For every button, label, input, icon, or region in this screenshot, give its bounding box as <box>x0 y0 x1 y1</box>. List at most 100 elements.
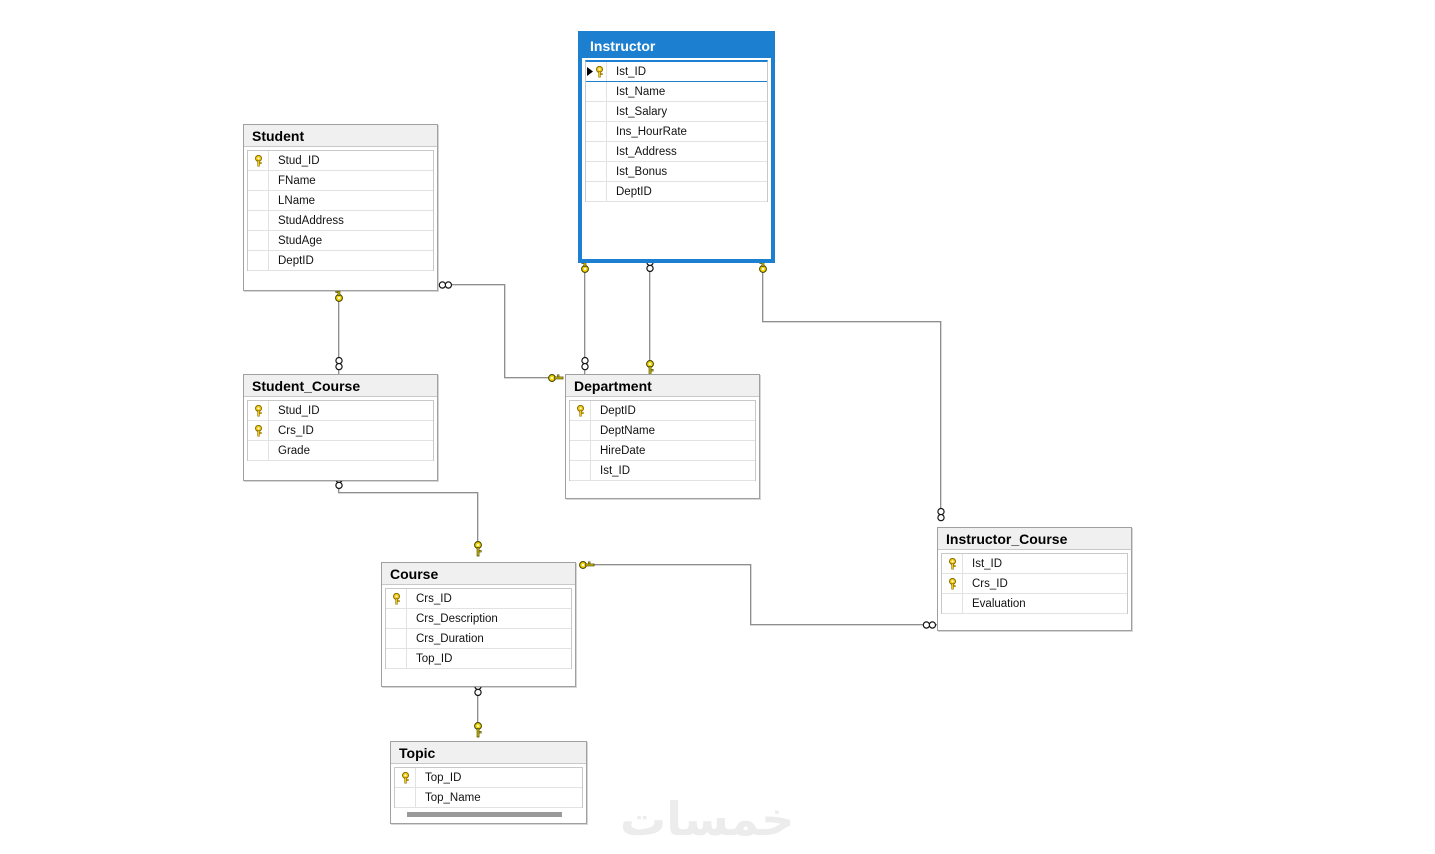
row-header-gutter[interactable] <box>248 251 269 270</box>
row-header-gutter[interactable] <box>942 574 963 593</box>
row-header-gutter[interactable] <box>395 788 416 807</box>
column-name[interactable]: Crs_ID <box>416 592 452 605</box>
row-header-gutter[interactable] <box>586 162 607 181</box>
column-row[interactable]: Ist_Name <box>586 82 767 102</box>
column-row[interactable]: DeptID <box>248 251 433 271</box>
horizontal-scrollbar[interactable] <box>407 812 562 817</box>
column-row[interactable]: Top_Name <box>395 788 582 808</box>
column-row[interactable]: DeptID <box>586 182 767 202</box>
column-row[interactable]: Crs_ID <box>386 589 571 609</box>
row-header-gutter[interactable] <box>942 594 963 613</box>
column-name[interactable]: Top_ID <box>425 771 462 784</box>
column-name[interactable]: DeptID <box>616 185 652 198</box>
column-name[interactable]: Top_ID <box>416 652 453 665</box>
column-name[interactable]: Top_Name <box>425 791 481 804</box>
column-name[interactable]: DeptID <box>600 404 636 417</box>
row-header-gutter[interactable] <box>386 609 407 628</box>
column-name[interactable]: DeptID <box>278 254 314 267</box>
column-row[interactable]: FName <box>248 171 433 191</box>
column-name[interactable]: LName <box>278 194 316 207</box>
column-row[interactable]: Ist_Bonus <box>586 162 767 182</box>
column-row[interactable]: Crs_ID <box>248 421 433 441</box>
table-title-department[interactable]: Department <box>566 375 759 397</box>
row-header-gutter[interactable] <box>395 768 416 787</box>
row-header-gutter[interactable] <box>248 151 269 170</box>
column-name[interactable]: Crs_ID <box>278 424 314 437</box>
table-title-student_course[interactable]: Student_Course <box>244 375 437 397</box>
row-header-gutter[interactable] <box>570 421 591 440</box>
column-name[interactable]: Crs_ID <box>972 577 1008 590</box>
row-header-gutter[interactable] <box>570 401 591 420</box>
column-row[interactable]: DeptID <box>570 401 755 421</box>
column-row[interactable]: Ist_Address <box>586 142 767 162</box>
column-row[interactable]: Ist_ID <box>586 62 767 82</box>
row-header-gutter[interactable] <box>570 461 591 480</box>
column-name[interactable]: DeptName <box>600 424 655 437</box>
column-name[interactable]: Ist_ID <box>972 557 1003 570</box>
row-header-gutter[interactable] <box>248 191 269 210</box>
column-row[interactable]: Ist_ID <box>942 554 1127 574</box>
column-row[interactable]: Evaluation <box>942 594 1127 614</box>
row-header-gutter[interactable] <box>942 554 963 573</box>
row-header-gutter[interactable] <box>248 171 269 190</box>
column-row[interactable]: Ist_Salary <box>586 102 767 122</box>
column-name[interactable]: Crs_Description <box>416 612 498 625</box>
column-row[interactable]: Top_ID <box>386 649 571 669</box>
column-row[interactable]: Crs_Description <box>386 609 571 629</box>
column-name[interactable]: Stud_ID <box>278 154 320 167</box>
table-title-instructor_course[interactable]: Instructor_Course <box>938 528 1131 550</box>
column-row[interactable]: Crs_ID <box>942 574 1127 594</box>
column-row[interactable]: Ins_HourRate <box>586 122 767 142</box>
column-name[interactable]: StudAge <box>278 234 323 247</box>
row-header-gutter[interactable] <box>248 421 269 440</box>
column-name[interactable]: StudAddress <box>278 214 344 227</box>
row-header-gutter[interactable] <box>586 122 607 141</box>
row-header-gutter[interactable] <box>386 589 407 608</box>
column-name[interactable]: Ist_Address <box>616 145 677 158</box>
column-row[interactable]: DeptName <box>570 421 755 441</box>
column-row[interactable]: Stud_ID <box>248 151 433 171</box>
column-name[interactable]: HireDate <box>600 444 646 457</box>
column-name[interactable]: Stud_ID <box>278 404 320 417</box>
row-header-gutter[interactable] <box>386 629 407 648</box>
row-header-gutter[interactable] <box>586 142 607 161</box>
column-row[interactable]: Stud_ID <box>248 401 433 421</box>
column-name[interactable]: Crs_Duration <box>416 632 484 645</box>
column-row[interactable]: Top_ID <box>395 768 582 788</box>
column-row[interactable]: StudAge <box>248 231 433 251</box>
row-header-gutter[interactable] <box>586 82 607 101</box>
row-header-gutter[interactable] <box>248 231 269 250</box>
column-row[interactable]: LName <box>248 191 433 211</box>
table-title-instructor[interactable]: Instructor <box>582 35 771 58</box>
column-name[interactable]: Ist_Name <box>616 85 666 98</box>
row-header-gutter[interactable] <box>586 182 607 201</box>
table-title-course[interactable]: Course <box>382 563 575 585</box>
row-header-gutter[interactable] <box>248 441 269 460</box>
column-row[interactable]: Crs_Duration <box>386 629 571 649</box>
column-row[interactable]: Grade <box>248 441 433 461</box>
row-header-gutter[interactable] <box>386 649 407 668</box>
column-name[interactable]: Ist_Bonus <box>616 165 668 178</box>
column-row[interactable]: Ist_ID <box>570 461 755 481</box>
row-header-gutter[interactable] <box>586 62 607 81</box>
column-name[interactable]: Ist_ID <box>616 65 647 78</box>
column-name[interactable]: Ins_HourRate <box>616 125 687 138</box>
table-title-student[interactable]: Student <box>244 125 437 147</box>
column-row[interactable]: StudAddress <box>248 211 433 231</box>
row-header-gutter[interactable] <box>586 102 607 121</box>
column-row[interactable]: HireDate <box>570 441 755 461</box>
table-title-topic[interactable]: Topic <box>391 742 586 764</box>
row-header-gutter[interactable] <box>570 441 591 460</box>
column-name[interactable]: Evaluation <box>972 597 1026 610</box>
row-header-gutter[interactable] <box>248 401 269 420</box>
row-header-gutter[interactable] <box>248 211 269 230</box>
column-name[interactable]: Grade <box>278 444 310 457</box>
